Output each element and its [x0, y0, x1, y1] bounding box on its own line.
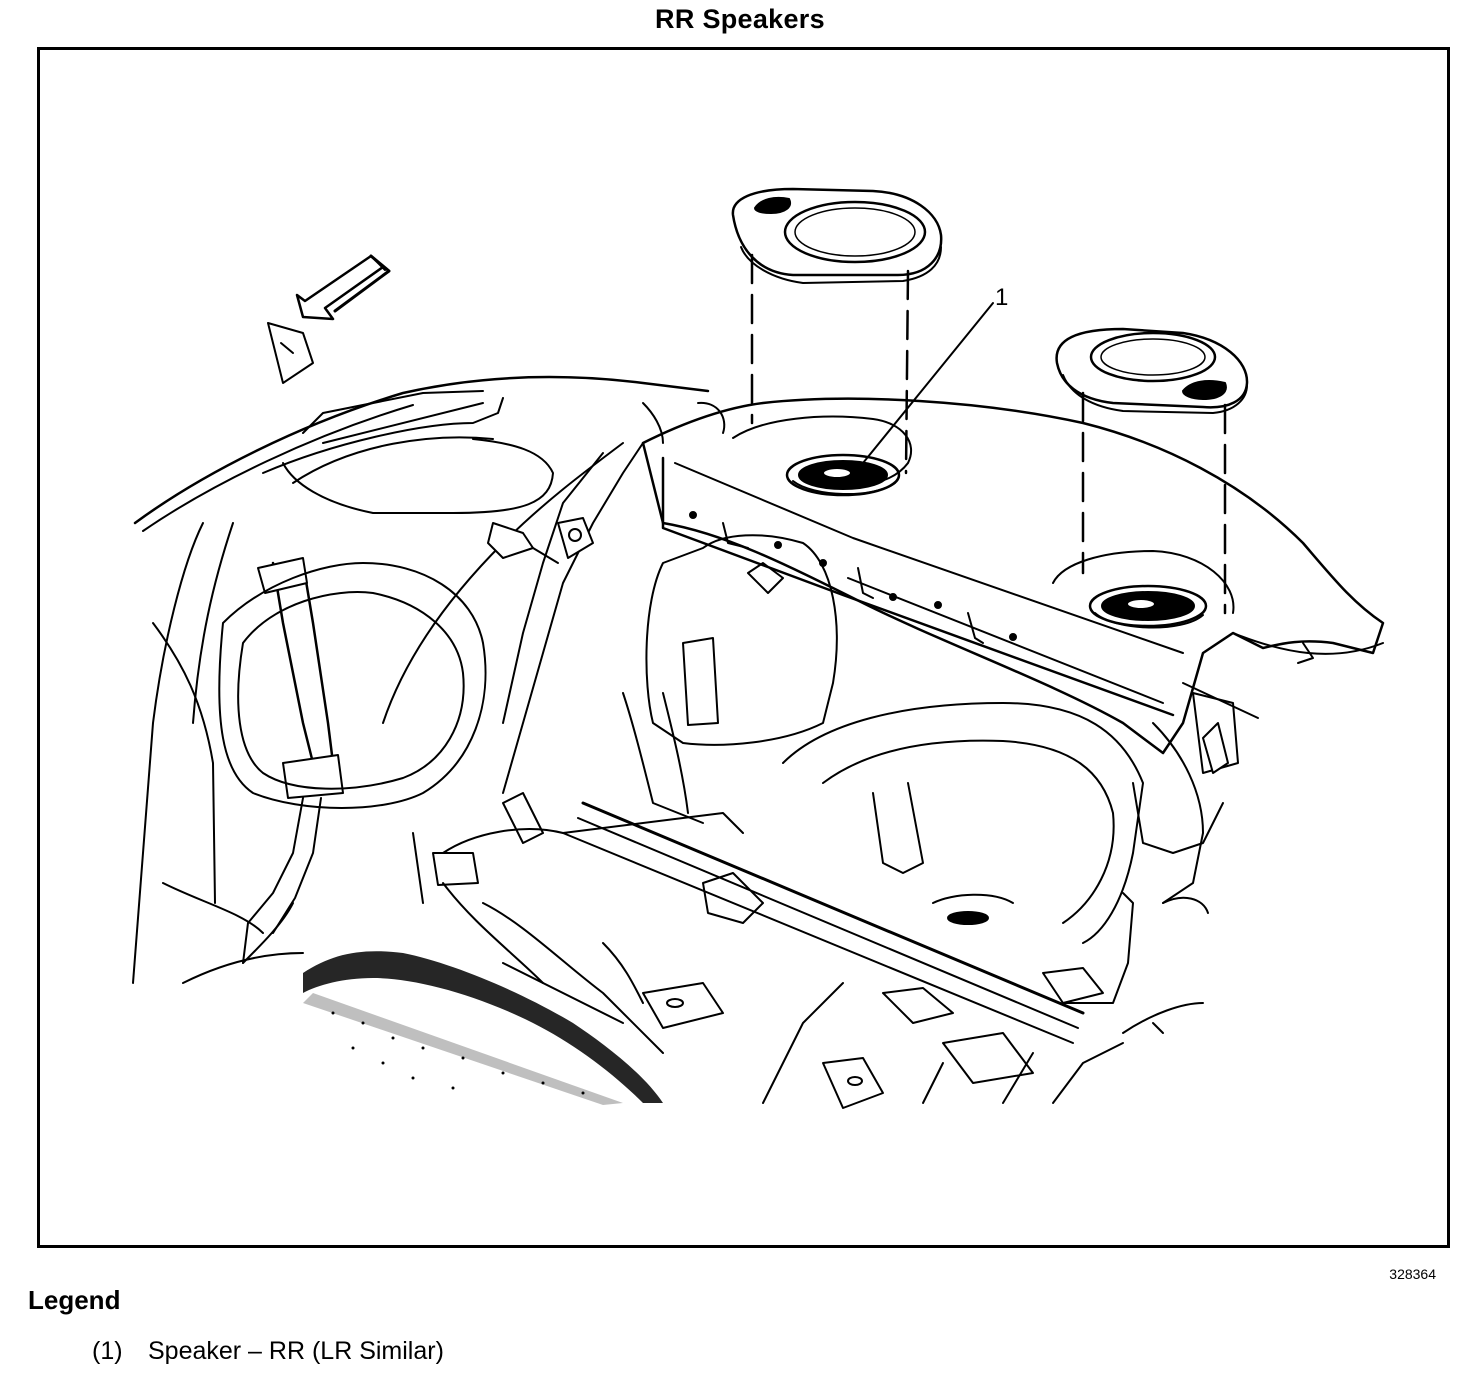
quarter-trim — [152, 562, 487, 984]
package-shelf — [641, 397, 1385, 755]
carpet-texture — [303, 951, 663, 1105]
legend-item-text: Speaker – RR (LR Similar) — [148, 1337, 444, 1365]
installation-guide-lines — [750, 253, 1227, 615]
direction-arrow-icon — [295, 254, 391, 321]
callout-1: 1 — [862, 284, 1008, 464]
illustration-frame: 1 — [37, 47, 1450, 1248]
speaker-rr — [785, 453, 901, 497]
speaker-lr — [1088, 584, 1208, 629]
seat-belt — [242, 322, 344, 964]
speaker-grille-upper — [731, 187, 943, 284]
page-title: RR Speakers — [655, 4, 825, 34]
legend-item: (1) Speaker – RR (LR Similar) — [92, 1337, 444, 1366]
legend-heading: Legend — [28, 1285, 121, 1315]
speaker-grille-lower — [1055, 327, 1249, 414]
rear-compartment-illustration: 1 — [132, 187, 1385, 1109]
pillar-assembly — [487, 442, 644, 794]
callout-1-label: 1 — [995, 284, 1008, 311]
figure-number: 328364 — [1389, 1266, 1436, 1282]
legend-item-number: (1) — [92, 1337, 123, 1365]
rear-quarter-right — [1132, 632, 1384, 914]
trunk-well — [645, 534, 1259, 1004]
floor-pan — [412, 692, 1204, 1109]
rear-window-frame — [132, 375, 710, 984]
